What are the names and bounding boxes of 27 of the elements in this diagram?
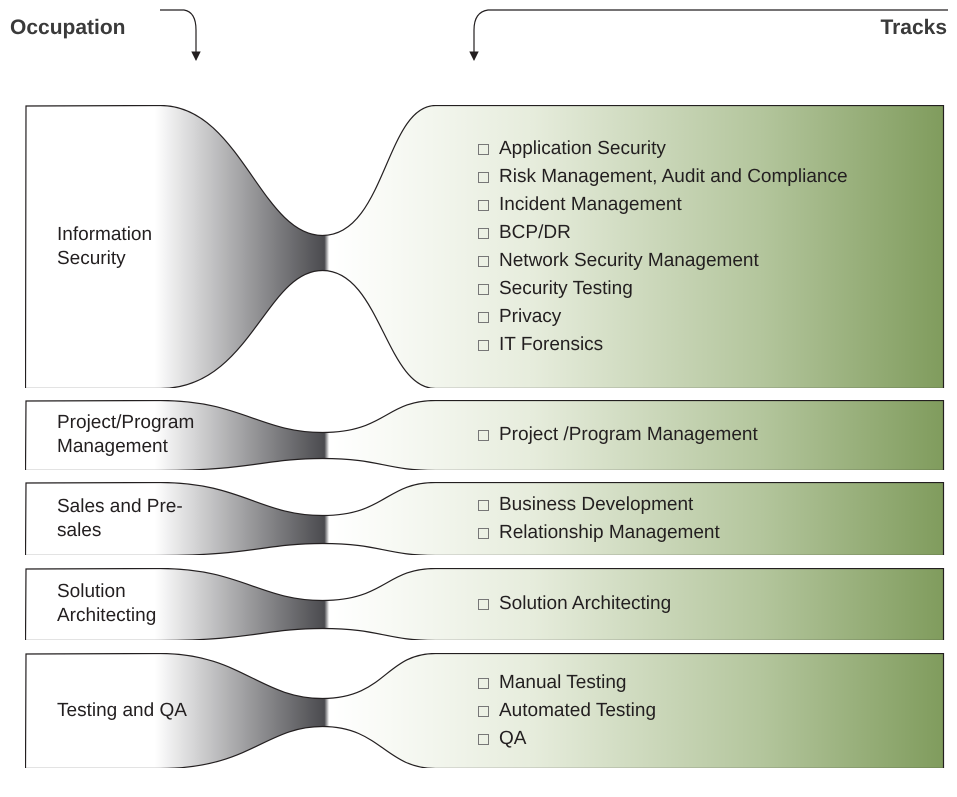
- track-item: IT Forensics: [499, 332, 604, 356]
- occupation-name: Solution Architecting: [57, 580, 158, 628]
- column-heading: Tracks: [880, 16, 947, 40]
- track-item: Project /Program Management: [499, 423, 758, 447]
- track-item: Application Security: [499, 136, 666, 160]
- track-item: Incident Management: [499, 192, 682, 216]
- occupation-name: Sales and Pre-sales: [57, 494, 184, 542]
- track-item: Automated Testing: [499, 698, 656, 722]
- track-item: Risk Management, Audit and Compliance: [499, 164, 848, 188]
- track-item: Solution Architecting: [499, 592, 672, 616]
- track-item: Privacy: [499, 304, 562, 328]
- track-item: Business Development: [499, 492, 694, 516]
- occupation-name: Project/Program Management: [57, 411, 196, 459]
- track-item: QA: [499, 726, 526, 750]
- occupation-track-band: [25, 482, 945, 555]
- track-item: Network Security Management: [499, 248, 759, 272]
- track-item: BCP/DR: [499, 220, 571, 244]
- track-item: Manual Testing: [499, 670, 626, 694]
- occupation-name: Information Security: [57, 222, 154, 270]
- occupation-track-band: [25, 568, 945, 640]
- occupation-track-band: [25, 400, 945, 470]
- track-item: Relationship Management: [499, 520, 720, 544]
- occupation-track-band: [25, 653, 945, 768]
- occupation-track-band: [25, 105, 945, 388]
- column-heading: Occupation: [10, 16, 126, 40]
- track-item: Security Testing: [499, 276, 633, 300]
- occupation-name: Testing and QA: [57, 698, 188, 722]
